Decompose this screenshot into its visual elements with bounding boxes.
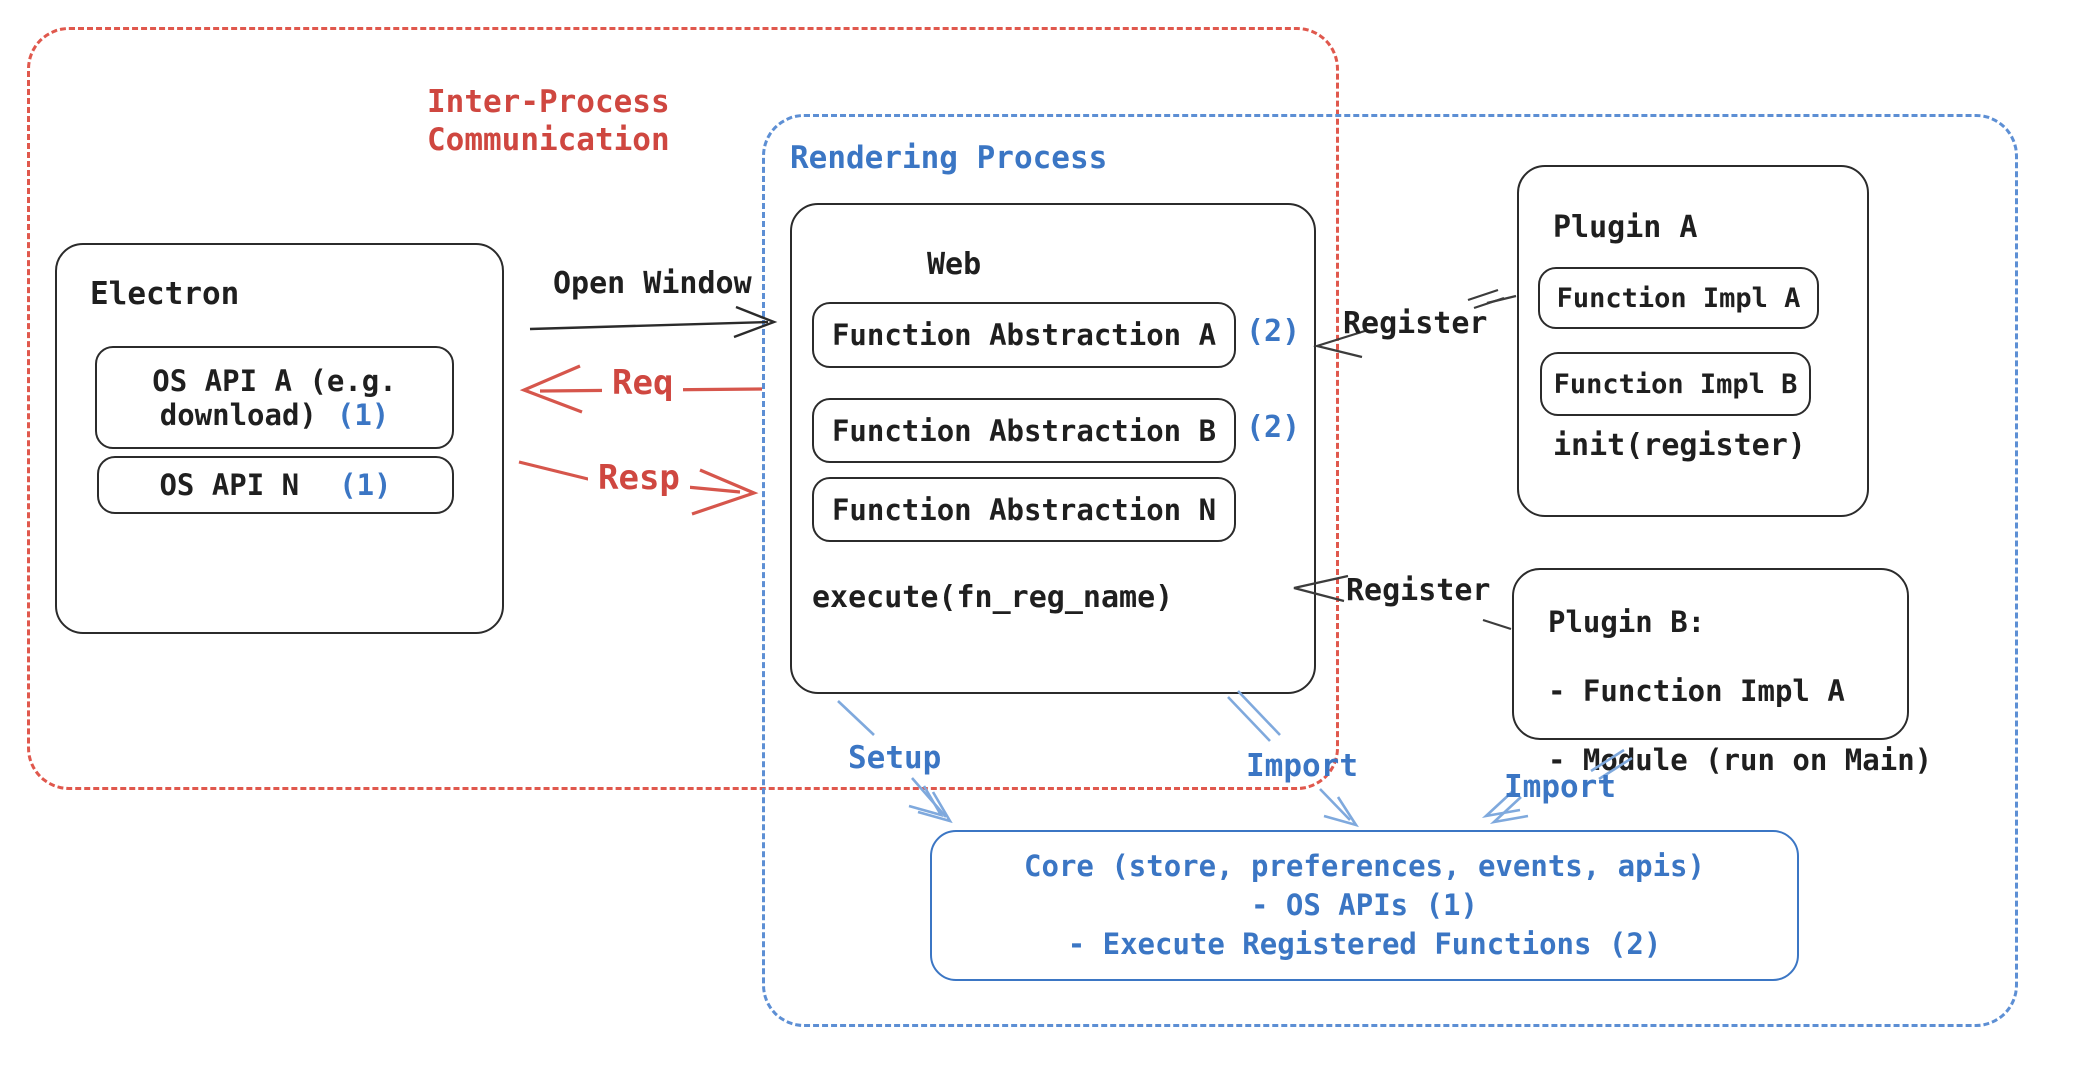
core-box: Core (store, preferences, events, apis) … bbox=[930, 830, 1799, 981]
register-b-label: Register bbox=[1346, 573, 1491, 608]
open-window-label: Open Window bbox=[553, 266, 752, 301]
function-abstraction-b-label: Function Abstraction B bbox=[831, 413, 1217, 448]
ipc-boundary-box bbox=[27, 27, 1339, 790]
setup-label: Setup bbox=[848, 740, 942, 776]
core-line-3: - Execute Registered Functions (2) bbox=[1067, 927, 1662, 961]
plugin-b-line-1: Plugin B: bbox=[1548, 605, 1706, 639]
function-abstraction-n-box: Function Abstraction N bbox=[812, 477, 1236, 542]
import-plugin-b-label: Import bbox=[1504, 769, 1616, 805]
rendering-process-title: Rendering Process bbox=[790, 140, 1108, 176]
function-abstraction-b-box: Function Abstraction B bbox=[812, 398, 1236, 463]
function-impl-a-label: Function Impl A bbox=[1556, 282, 1801, 314]
function-impl-a-box: Function Impl A bbox=[1538, 267, 1819, 329]
os-api-a-box: OS API A (e.g. download)(1) bbox=[95, 346, 454, 449]
function-abstraction-a-box: Function Abstraction A bbox=[812, 302, 1236, 368]
resp-label: Resp bbox=[588, 458, 690, 498]
os-api-n-badge: (1) bbox=[339, 468, 392, 502]
plugin-a-title: Plugin A bbox=[1553, 210, 1698, 245]
electron-title: Electron bbox=[90, 276, 240, 312]
core-line-2: - OS APIs (1) bbox=[1251, 888, 1478, 922]
plugin-b-box bbox=[1512, 568, 1909, 740]
import-web-label: Import bbox=[1246, 748, 1358, 784]
function-abstraction-b-badge: (2) bbox=[1246, 410, 1301, 445]
function-impl-b-box: Function Impl B bbox=[1540, 352, 1811, 416]
os-api-n-box: OS API N (1) bbox=[97, 456, 454, 514]
execute-call-text: execute(fn_reg_name) bbox=[812, 580, 1174, 615]
function-abstraction-n-label: Function Abstraction N bbox=[831, 492, 1217, 527]
os-api-n-label: OS API N bbox=[159, 468, 300, 502]
plugin-a-box bbox=[1517, 165, 1869, 517]
rendering-boundary-box bbox=[762, 114, 2018, 1027]
init-register-text: init(register) bbox=[1553, 428, 1806, 463]
os-api-a-line2: download)(1) bbox=[159, 397, 390, 432]
function-impl-b-label: Function Impl B bbox=[1553, 368, 1798, 400]
os-api-a-line1: OS API A (e.g. bbox=[152, 363, 397, 398]
function-abstraction-a-badge: (2) bbox=[1246, 314, 1301, 349]
plugin-b-line-2: - Function Impl A bbox=[1548, 674, 1845, 708]
req-label: Req bbox=[602, 363, 684, 403]
core-line-1: Core (store, preferences, events, apis) bbox=[1024, 849, 1705, 883]
ipc-title: Inter-Process Communication bbox=[427, 84, 670, 158]
function-abstraction-a-label: Function Abstraction A bbox=[831, 318, 1217, 352]
register-a-label: Register bbox=[1343, 306, 1488, 341]
web-title: Web bbox=[927, 247, 982, 282]
os-api-a-badge: (1) bbox=[336, 397, 390, 432]
